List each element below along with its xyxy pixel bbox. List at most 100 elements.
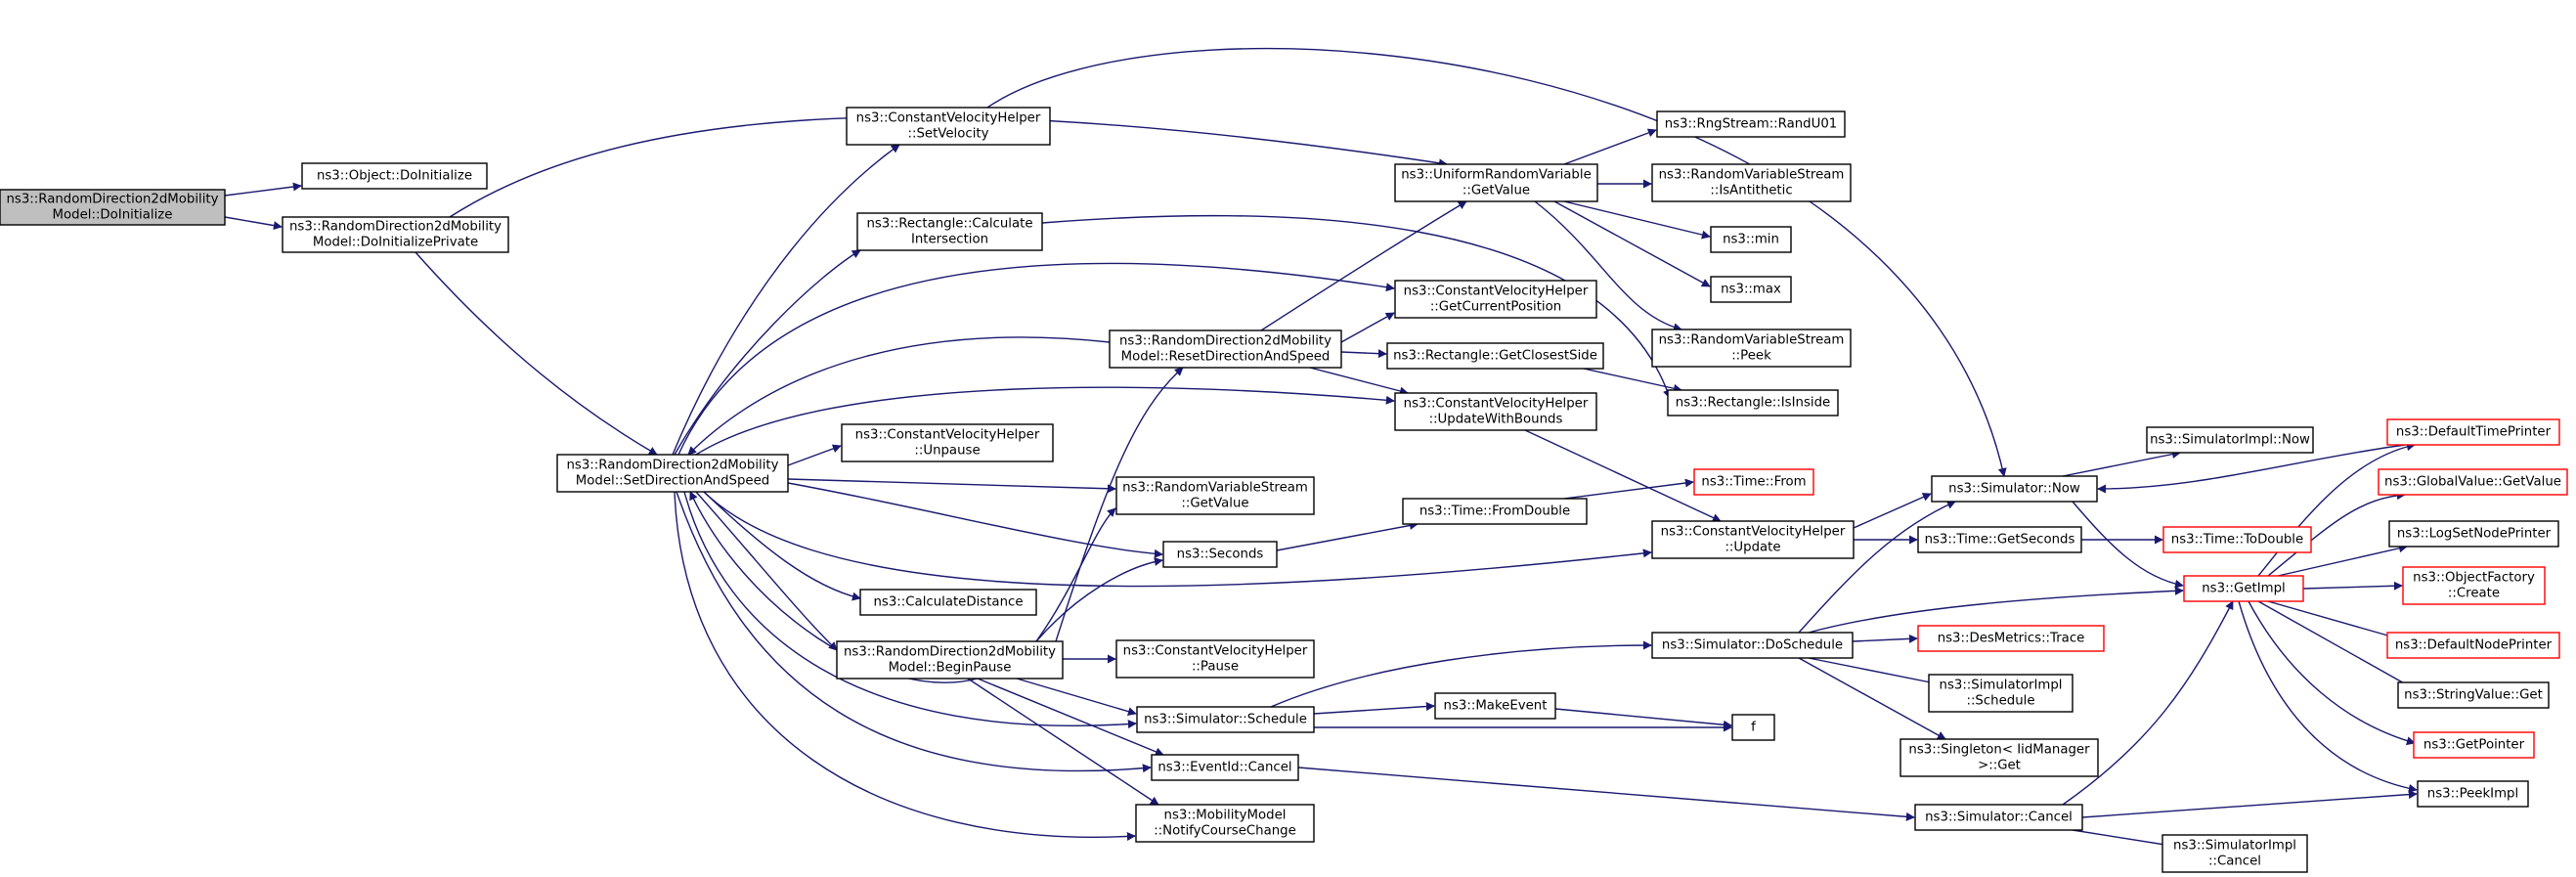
edge-sim_cancel-to-peek_impl [2081, 790, 2418, 818]
node-time-todouble[interactable]: ns3::Time::ToDouble [2162, 526, 2312, 553]
node-box [1136, 706, 1315, 733]
node-cvh-getpos[interactable]: ns3::ConstantVelocityHelper::GetCurrentP… [1394, 280, 1597, 319]
node-doinit-priv[interactable]: ns3::RandomDirection2dMobilityModel::DoI… [282, 216, 509, 253]
node-label: ns3::RandomDirection2dMobility [566, 459, 778, 473]
node-box [1899, 738, 2099, 777]
edge-begin_pause-to-rvs_getvalue [1035, 507, 1116, 642]
node-box [282, 216, 509, 253]
node-urv-getvalue[interactable]: ns3::UniformRandomVariable::GetValue [1394, 163, 1598, 202]
node-label: ns3::max [1721, 283, 1781, 297]
node-make-event[interactable]: ns3::MakeEvent [1434, 692, 1556, 720]
node-label: ns3::PeekImpl [2427, 787, 2518, 802]
edge-begin_pause-to-mm_notify [967, 678, 1159, 806]
edge-get_impl-to-stringvalue_get [2257, 600, 2416, 690]
node-box [2397, 681, 2550, 709]
edge-set_dir-to-cvh_getpos [677, 262, 1395, 456]
node-label: ns3::LogSetNodePrinter [2397, 527, 2552, 542]
node-box [1651, 520, 1855, 559]
node-box [1115, 639, 1315, 679]
node-sim-cancel[interactable]: ns3::Simulator::Cancel [1914, 804, 2083, 831]
node-seconds[interactable]: ns3::Seconds [1162, 541, 1278, 568]
node-cvh-pause[interactable]: ns3::ConstantVelocityHelper::Pause [1115, 639, 1315, 679]
edge-sim_doschedule-to-get_impl [1808, 586, 2184, 634]
node-log-setnode[interactable]: ns3::LogSetNodePrinter [2388, 520, 2559, 548]
node-begin-pause[interactable]: ns3::RandomDirection2dMobilityModel::Beg… [836, 640, 1064, 680]
node-min[interactable]: ns3::min [1710, 226, 1792, 253]
node-box [1135, 804, 1315, 843]
node-f[interactable]: f [1731, 714, 1775, 741]
edge-set_dir-to-begin_pause [695, 491, 838, 651]
node-label: ns3::MakeEvent [1444, 699, 1548, 714]
node-calc-dist[interactable]: ns3::CalculateDistance [859, 589, 1037, 616]
node-def-node-printer[interactable]: ns3::DefaultNodePrinter [2386, 632, 2560, 659]
edge-cvh_updbounds-to-cvh_update [1524, 429, 1722, 522]
edge-reset_dir-to-urv_getvalue [1260, 200, 1467, 331]
node-cvh-unpause[interactable]: ns3::ConstantVelocityHelper::Unpause [841, 423, 1054, 462]
node-label: ns3::DefaultTimePrinter [2396, 425, 2552, 440]
node-sim-now[interactable]: ns3::Simulator::Now [1931, 475, 2098, 503]
node-root[interactable]: ns3::RandomDirection2dMobilityModel::DoI… [0, 189, 226, 226]
node-box [1109, 329, 1342, 369]
node-reset-dir[interactable]: ns3::RandomDirection2dMobilityModel::Res… [1109, 329, 1342, 369]
node-rvs-getvalue[interactable]: ns3::RandomVariableStream::GetValue [1115, 476, 1315, 515]
node-set-dir[interactable]: ns3::RandomDirection2dMobilityModel::Set… [556, 454, 789, 493]
node-simimpl-now[interactable]: ns3::SimulatorImpl::Now [2146, 426, 2314, 454]
node-time-fromdouble[interactable]: ns3::Time::FromDouble [1402, 498, 1588, 525]
node-box [1731, 714, 1775, 741]
edge-get_impl-to-get_pointer [2248, 600, 2416, 746]
node-box [1651, 632, 1854, 659]
node-label: ns3::min [1723, 233, 1779, 247]
node-label: Intersection [911, 233, 988, 247]
node-rect-isinside[interactable]: ns3::Rectangle::IsInside [1667, 389, 1839, 417]
node-simimpl-schedule[interactable]: ns3::SimulatorImpl::Schedule [1928, 674, 2074, 713]
node-eventid-cancel[interactable]: ns3::EventId::Cancel [1151, 754, 1299, 781]
node-singleton-get[interactable]: ns3::Singleton< IidManager>::Get [1899, 738, 2099, 777]
node-def-time-printer[interactable]: ns3::DefaultTimePrinter [2386, 418, 2560, 446]
node-label: ::UpdateWithBounds [1429, 413, 1563, 427]
node-label: ns3::RandomDirection2dMobility [289, 220, 502, 235]
node-label: ns3::ConstantVelocityHelper [855, 428, 1040, 443]
edge-set_dir-to-rect_calc [674, 249, 861, 456]
node-label: ns3::Time::ToDouble [2171, 533, 2303, 548]
node-label: ::GetValue [1181, 497, 1248, 511]
node-label: ::Unpause [914, 444, 980, 459]
node-sim-schedule[interactable]: ns3::Simulator::Schedule [1136, 706, 1315, 733]
node-box [1151, 754, 1299, 781]
node-sim-doschedule[interactable]: ns3::Simulator::DoSchedule [1651, 632, 1854, 659]
node-simimpl-cancel[interactable]: ns3::SimulatorImpl::Cancel [2161, 834, 2308, 873]
node-obj-doinit[interactable]: ns3::Object::DoInitialize [301, 162, 488, 190]
node-cvh-updbounds[interactable]: ns3::ConstantVelocityHelper::UpdateWithB… [1394, 392, 1597, 431]
node-get-impl[interactable]: ns3::GetImpl [2183, 575, 2304, 602]
edge-sim_doschedule-to-singleton_get [1798, 657, 1946, 740]
node-box [1162, 541, 1278, 568]
node-time-from[interactable]: ns3::Time::From [1693, 468, 1814, 496]
node-rvs-peek[interactable]: ns3::RandomVariableStream::Peek [1651, 329, 1852, 368]
node-label: ns3::DesMetrics::Trace [1938, 632, 2085, 646]
node-box [1928, 674, 2074, 713]
node-gv-getvalue[interactable]: ns3::GlobalValue::GetValue [2378, 468, 2568, 496]
node-label: ::Create [2448, 587, 2500, 601]
node-label: ns3::EventId::Cancel [1157, 761, 1291, 775]
node-label: ::IsAntithetic [1710, 184, 1792, 198]
node-label: ns3::Seconds [1177, 548, 1264, 562]
node-get-pointer[interactable]: ns3::GetPointer [2413, 731, 2535, 759]
node-des-trace[interactable]: ns3::DesMetrics::Trace [1917, 625, 2105, 652]
node-box [2162, 526, 2312, 553]
node-rng-randu01[interactable]: ns3::RngStream::RandU01 [1656, 110, 1846, 138]
node-objfactory-create[interactable]: ns3::ObjectFactory::Create [2402, 566, 2546, 605]
node-label: ::Schedule [1966, 694, 2034, 709]
node-max[interactable]: ns3::max [1710, 276, 1792, 303]
node-rvs-isanti[interactable]: ns3::RandomVariableStream::IsAntithetic [1651, 163, 1852, 202]
node-time-getseconds[interactable]: ns3::Time::GetSeconds [1917, 526, 2082, 553]
node-label: ::Pause [1192, 660, 1239, 675]
node-label: ns3::RandomDirection2dMobility [1119, 334, 1332, 349]
node-stringvalue-get[interactable]: ns3::StringValue::Get [2397, 681, 2550, 709]
node-cvh-setvel[interactable]: ns3::ConstantVelocityHelper::SetVelocity [846, 107, 1051, 146]
node-box [1402, 498, 1588, 525]
node-rect-closest[interactable]: ns3::Rectangle::GetClosestSide [1386, 342, 1604, 370]
node-cvh-update[interactable]: ns3::ConstantVelocityHelper::Update [1651, 520, 1855, 559]
edge-get_impl-to-def_time_printer [2257, 442, 2416, 577]
node-mm-notify[interactable]: ns3::MobilityModel::NotifyCourseChange [1135, 804, 1315, 843]
node-peek-impl[interactable]: ns3::PeekImpl [2417, 780, 2529, 808]
